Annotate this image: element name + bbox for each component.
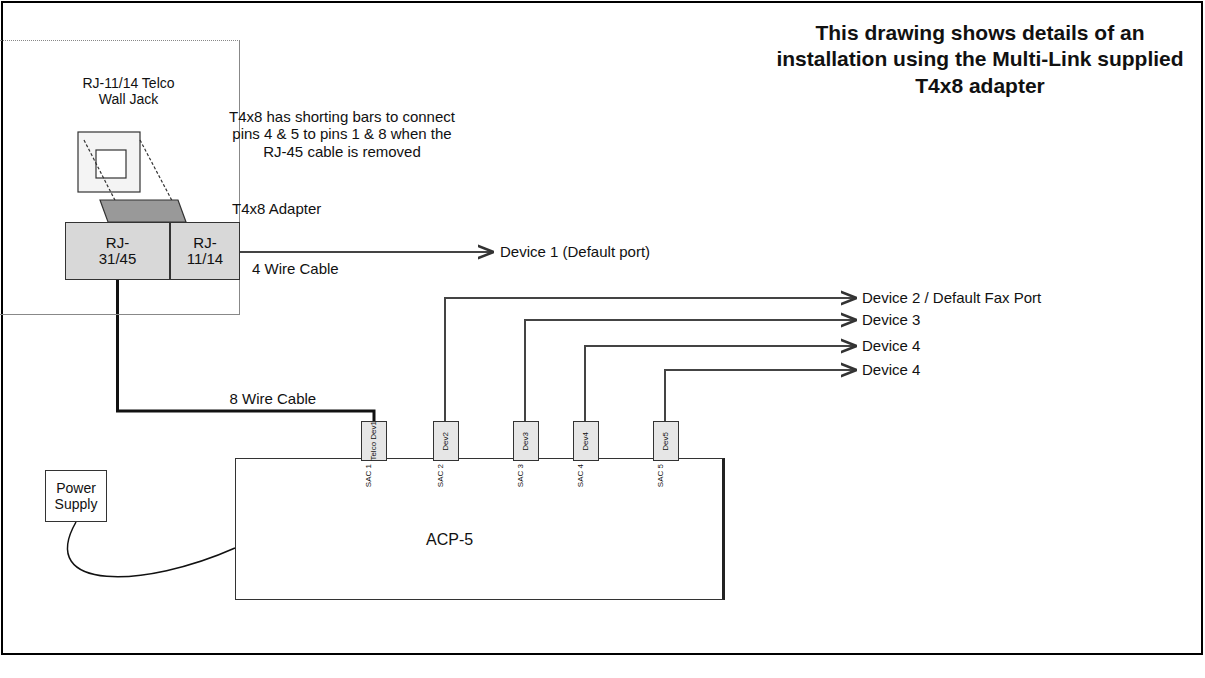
port-name: SAC 1 bbox=[364, 464, 373, 487]
port-name: SAC 2 bbox=[436, 464, 445, 487]
node-text: Telco Dev1 bbox=[370, 421, 378, 461]
port-name: SAC 3 bbox=[516, 464, 525, 487]
device-label: Device 1 (Default port) bbox=[500, 243, 720, 260]
node-text: RJ-31/45 bbox=[90, 235, 146, 268]
note-text: T4x8 has shorting bars to connect pins 4… bbox=[222, 108, 462, 160]
port-name: SAC 4 bbox=[576, 464, 585, 487]
node-text: RJ-11/14 Telco Wall Jack bbox=[63, 75, 177, 107]
rj45-jack: RJ-31/45 bbox=[65, 222, 170, 280]
node-text: Dev4 bbox=[582, 432, 590, 451]
cable-line bbox=[118, 280, 375, 421]
node-text: Power Supply bbox=[50, 480, 102, 512]
power-supply-box: Power Supply bbox=[45, 470, 107, 522]
port-jack: Dev4 bbox=[573, 421, 599, 461]
port-jack: Dev5 bbox=[653, 421, 679, 461]
node-text: Dev3 bbox=[522, 432, 530, 451]
power-cord bbox=[67, 522, 235, 577]
part-label: T4x8 Adapter bbox=[232, 200, 372, 217]
rj11-jack: RJ-11/14 bbox=[170, 222, 240, 280]
device-label: Device 3 bbox=[862, 311, 1062, 328]
port-name: SAC 5 bbox=[656, 464, 665, 487]
port-jack: Telco Dev1 bbox=[361, 421, 387, 461]
device-label: Device 4 bbox=[862, 361, 1062, 378]
device-label: Device 4 bbox=[862, 337, 1062, 354]
node-text: Dev2 bbox=[442, 432, 450, 451]
port-jack: Dev3 bbox=[513, 421, 539, 461]
acp5-unit: ACP-5Telco Dev1Dev2Dev3Dev4Dev5 bbox=[235, 458, 725, 600]
frame bbox=[2, 2, 1202, 654]
title: This drawing shows details of an install… bbox=[770, 20, 1190, 99]
node-text: ACP-5 bbox=[426, 531, 473, 549]
wall-jack-drawing bbox=[78, 132, 186, 222]
node-text: RJ-11/14 bbox=[180, 235, 230, 268]
device-lines bbox=[240, 252, 855, 421]
cable-label: 8 Wire Cable bbox=[228, 390, 319, 407]
cable-label: 4 Wire Cable bbox=[252, 260, 382, 277]
node-text: Dev5 bbox=[662, 432, 670, 451]
port-jack: Dev2 bbox=[433, 421, 459, 461]
device-label: Device 2 / Default Fax Port bbox=[862, 289, 1182, 306]
